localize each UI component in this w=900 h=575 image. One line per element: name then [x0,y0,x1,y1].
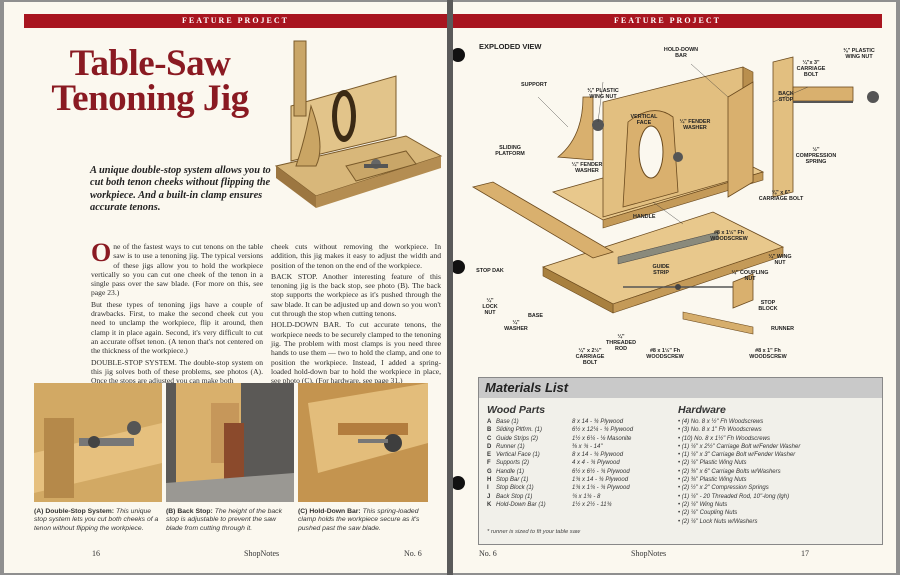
label-woodscrew-3: #8 x 1" Fh WOODSCREW [749,348,787,360]
label-stop-block: STOP BLOCK [758,300,778,312]
label-carriage-bolt-3: ¼" x 2½" CARRIAGE BOLT [575,348,605,366]
label-carriage-bolt-2: ⅜" x 6" CARRIAGE BOLT [758,190,804,202]
label-stop-dak: STOP DAK [476,268,504,274]
label-plastic-knob: ⅜" PLASTIC WING NUT [587,88,619,100]
paragraph: DOUBLE-STOP SYSTEM. The double-stop syst… [91,357,263,386]
materials-list-title: Materials List [479,378,882,398]
caption-c: (C) Hold-Down Bar: This spring-loaded cl… [298,508,420,532]
photo-hold-down-bar [298,383,428,502]
list-item: • (2) ¼" Wing Nuts [678,501,728,508]
list-item: • (2) ¼" Plastic Wing Nuts [678,460,747,467]
paragraph: BACK STOP. Another interesting feature o… [271,271,441,319]
label-woodscrew-1: #8 x 1½" Fh WOODSCREW [710,230,748,242]
magazine-name: ShopNotes [631,549,667,558]
list-item: • (2) ⅜" x 6" Carriage Bolts w/Washers [678,468,781,475]
label-wing-nut: ¼" WING NUT [768,254,792,266]
list-item: • (4) No. 8 x ½" Fh Woodscrews [678,419,764,425]
exploded-view-drawing [471,56,879,335]
hardware-list: • (4) No. 8 x ½" Fh Woodscrews • (3) No.… [678,418,878,526]
binder-hole [453,48,465,62]
label-compression-spring: ½" COMPRESSION SPRING [795,147,837,165]
list-item: • (2) ¼" Coupling Nuts [678,510,738,517]
list-item: • (2) ¼" Lock Nuts w/Washers [678,518,758,525]
issue-number: No. 6 [404,549,422,558]
label-fender-washer-2: ¼" FENDER WASHER [571,162,603,174]
list-item: • (2) ⅜" Plastic Wing Nuts [678,477,747,484]
paragraph: But these types of tenoning jigs have a … [91,299,263,356]
label-washer: ¼" WASHER [504,320,528,332]
paragraph: cheek cuts without removing the workpiec… [271,242,441,270]
list-item: • (1) ¼" x 3" Carriage Bolt w/Fender Was… [678,452,796,459]
label-vertical-face: VERTICAL FACE [630,114,658,126]
hardware-heading: Hardware [678,404,726,416]
list-item: • (3) No. 8 x 1" Fh Woodscrews [678,427,762,434]
label-back-stop: BACK STOP [778,91,794,103]
binder-hole [453,476,465,490]
label-handle: HANDLE [633,214,656,220]
label-support: SUPPORT [521,82,548,88]
magazine-name: ShopNotes [244,549,280,558]
label-fender-washer: ¼" FENDER WASHER [679,119,711,131]
page-number: 17 [801,549,809,558]
label-guide-strip: GUIDE STRIP [652,264,670,276]
paragraph: ne of the fastest ways to cut tenons on … [91,242,263,298]
photo-double-stop [34,383,162,502]
list-item: • (1) ¼" - 20 Threaded Rod, 10"-long (lg… [678,493,790,500]
feature-banner: FEATURE PROJECT [24,14,447,28]
label-woodscrew-2: #8 x 1½" Fh WOODSCREW [646,348,684,360]
article-intro: A unique double-stop system allows you t… [90,165,271,214]
binder-hole [453,260,465,274]
label-base: BASE [528,313,543,319]
label-runner: RUNNER [771,326,795,332]
label-coupling-nut: ¼" COUPLING NUT [731,270,769,282]
label-hold-down-bar: HOLD-DOWN BAR [663,47,699,59]
page-gutter [447,0,453,575]
caption-b: (B) Back Stop: The height of the back st… [166,508,282,532]
label-threaded-rod: ¼" THREADED ROD [606,334,636,352]
exploded-view-title: EXPLODED VIEW [479,42,542,51]
label-sliding-platform: SLIDING PLATFORM [495,145,525,157]
label-carriage-bolt: ¼"x 3" CARRIAGE BOLT [796,60,826,78]
article-title: Table-Saw Tenoning Jig [51,43,249,119]
list-item: • (10) No. 8 x 1½" Fh Woodscrews [678,435,770,442]
paragraph: HOLD-DOWN BAR. To cut accurate tenons, t… [271,320,441,386]
photo-back-stop [166,383,294,502]
jig-hero-photo [274,40,443,208]
materials-footnote: * runner is sized to fit your table saw [487,529,581,535]
page-number: 16 [92,549,100,558]
body-column-2: cheek cuts without removing the workpiec… [271,242,441,387]
list-item: • (2) ½" x 2" Compression Springs [678,485,769,492]
wood-parts-heading: Wood Parts [487,404,546,416]
caption-a: (A) Double-Stop System: This unique stop… [34,508,159,532]
label-wing-nut-top: ⅜" PLASTIC WING NUT [843,48,875,60]
label-lock-nut: ¼" LOCK NUT [482,298,498,316]
left-page: FEATURE PROJECT Table-Saw Tenoning Jig A… [4,2,447,573]
list-item: • (1) ¼" x 2½" Carriage Bolt w/Fender Wa… [678,443,801,450]
right-page: FEATURE PROJECT EXPLODED VIEW SUPPORT ⅜"… [453,2,896,573]
issue-number: No. 6 [479,549,497,558]
feature-banner: FEATURE PROJECT [453,14,882,28]
